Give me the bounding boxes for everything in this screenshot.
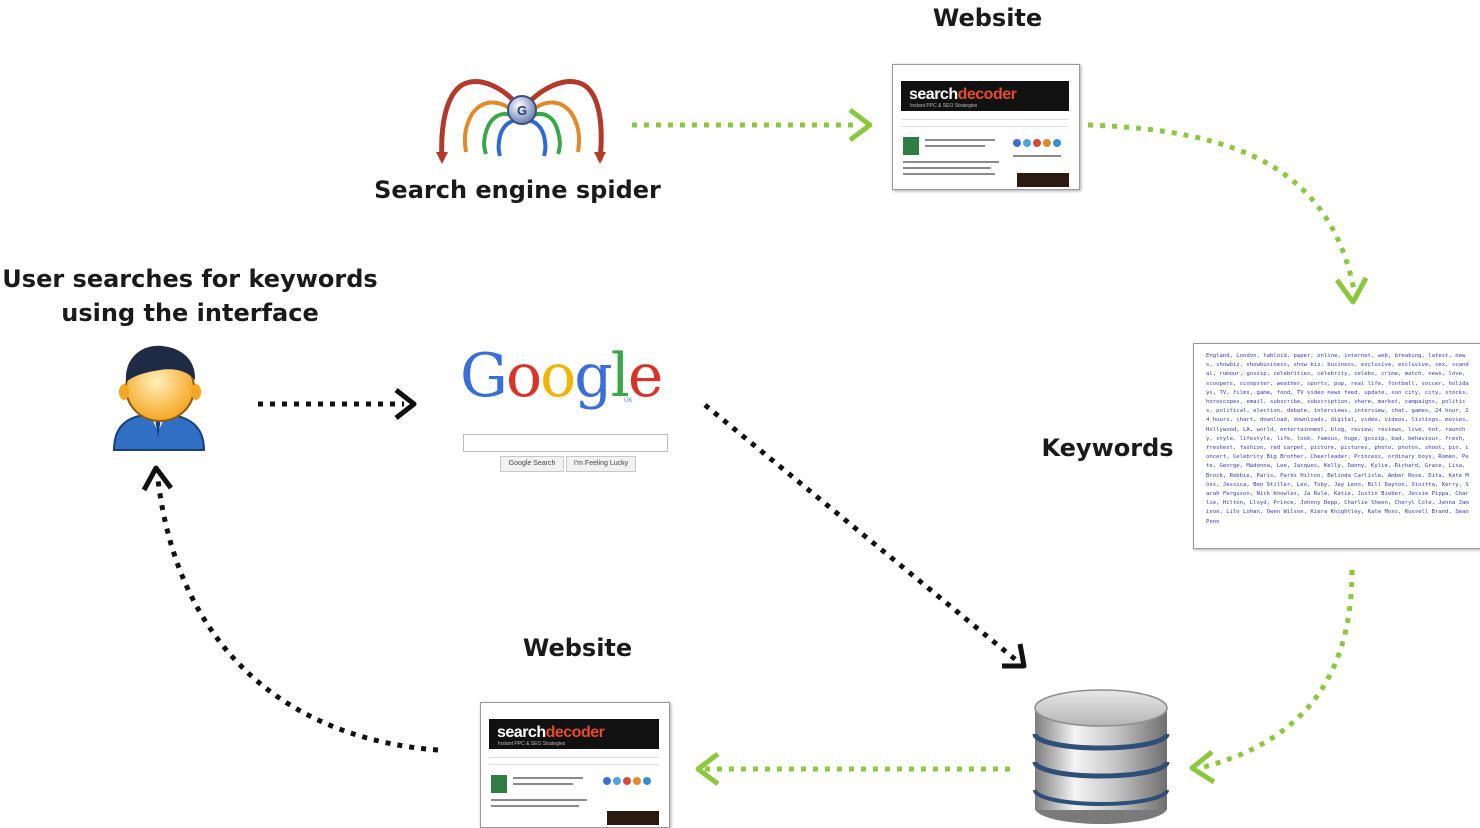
arrow-google-to-database: [703, 403, 1027, 669]
text-line: [1013, 155, 1061, 157]
user-icon: [112, 345, 206, 451]
google-wordmark: Google: [460, 341, 663, 411]
website-label-bottom: Website: [522, 634, 633, 662]
website-nav: [489, 757, 659, 765]
website-logo: searchdecoder: [909, 86, 1017, 103]
search-input[interactable]: [463, 434, 668, 452]
arrow-website-to-user: [141, 465, 439, 753]
social-icon: [1033, 139, 1041, 147]
text-line: [491, 805, 579, 807]
spider-label: Search engine spider: [374, 176, 661, 204]
website-banner: searchdecoder Instant PPC & SEO Strategi…: [489, 719, 659, 749]
website-tagline: Instant PPC & SEO Strategies: [910, 103, 978, 109]
text-line: [903, 173, 995, 175]
svg-text:G: G: [517, 103, 527, 118]
website-thumbnail-bottom: searchdecoder Instant PPC & SEO Strategi…: [480, 702, 670, 828]
website-label-top: Website: [932, 4, 1043, 32]
text-line: [491, 799, 587, 801]
website-nav: [901, 119, 1069, 127]
keywords-label: Keywords: [1041, 434, 1174, 462]
google-logo: Google: [460, 336, 670, 416]
text-line: [925, 139, 995, 141]
social-icon: [1013, 139, 1021, 147]
text-line: [903, 161, 999, 163]
website-thumb-image: [491, 775, 507, 793]
social-icon: [623, 777, 631, 785]
website-banner: searchdecoder Instant PPC & SEO Strategi…: [901, 81, 1069, 111]
keywords-text: England, London, tabloid, paper, online,…: [1206, 353, 1469, 525]
social-icon: [1023, 139, 1031, 147]
text-line: [513, 783, 573, 785]
keywords-document: England, London, tabloid, paper, online,…: [1193, 343, 1480, 549]
social-icon: [643, 777, 651, 785]
text-line: [903, 167, 991, 169]
website-dark-panel: [1017, 173, 1069, 187]
social-icon: [633, 777, 641, 785]
arrow-spider-to-website: [632, 108, 873, 142]
arrow-website-to-keywords: [1087, 122, 1369, 305]
arrow-keywords-to-database: [1189, 569, 1355, 785]
text-line: [925, 145, 985, 147]
website-thumbnail-top: searchdecoder Instant PPC & SEO Strategi…: [892, 64, 1080, 190]
google-region-label: UK: [624, 398, 633, 404]
text-line: [513, 777, 583, 779]
social-icon: [1053, 139, 1061, 147]
social-icon: [613, 777, 621, 785]
google-search-button[interactable]: Google Search: [500, 456, 564, 472]
arrow-user-to-google: [258, 388, 417, 420]
social-icon: [1043, 139, 1051, 147]
social-icon: [603, 777, 611, 785]
spider-icon: G: [436, 79, 606, 164]
website-logo: searchdecoder: [497, 724, 605, 741]
user-label: User searches for keywords using the int…: [2, 265, 378, 327]
arrow-database-to-website: [695, 752, 1010, 786]
website-dark-panel: [607, 811, 659, 825]
website-thumb-image: [903, 137, 919, 155]
feeling-lucky-button[interactable]: I'm Feeling Lucky: [566, 456, 636, 472]
website-tagline: Instant PPC & SEO Strategies: [498, 741, 566, 747]
database-icon: [1032, 689, 1170, 824]
